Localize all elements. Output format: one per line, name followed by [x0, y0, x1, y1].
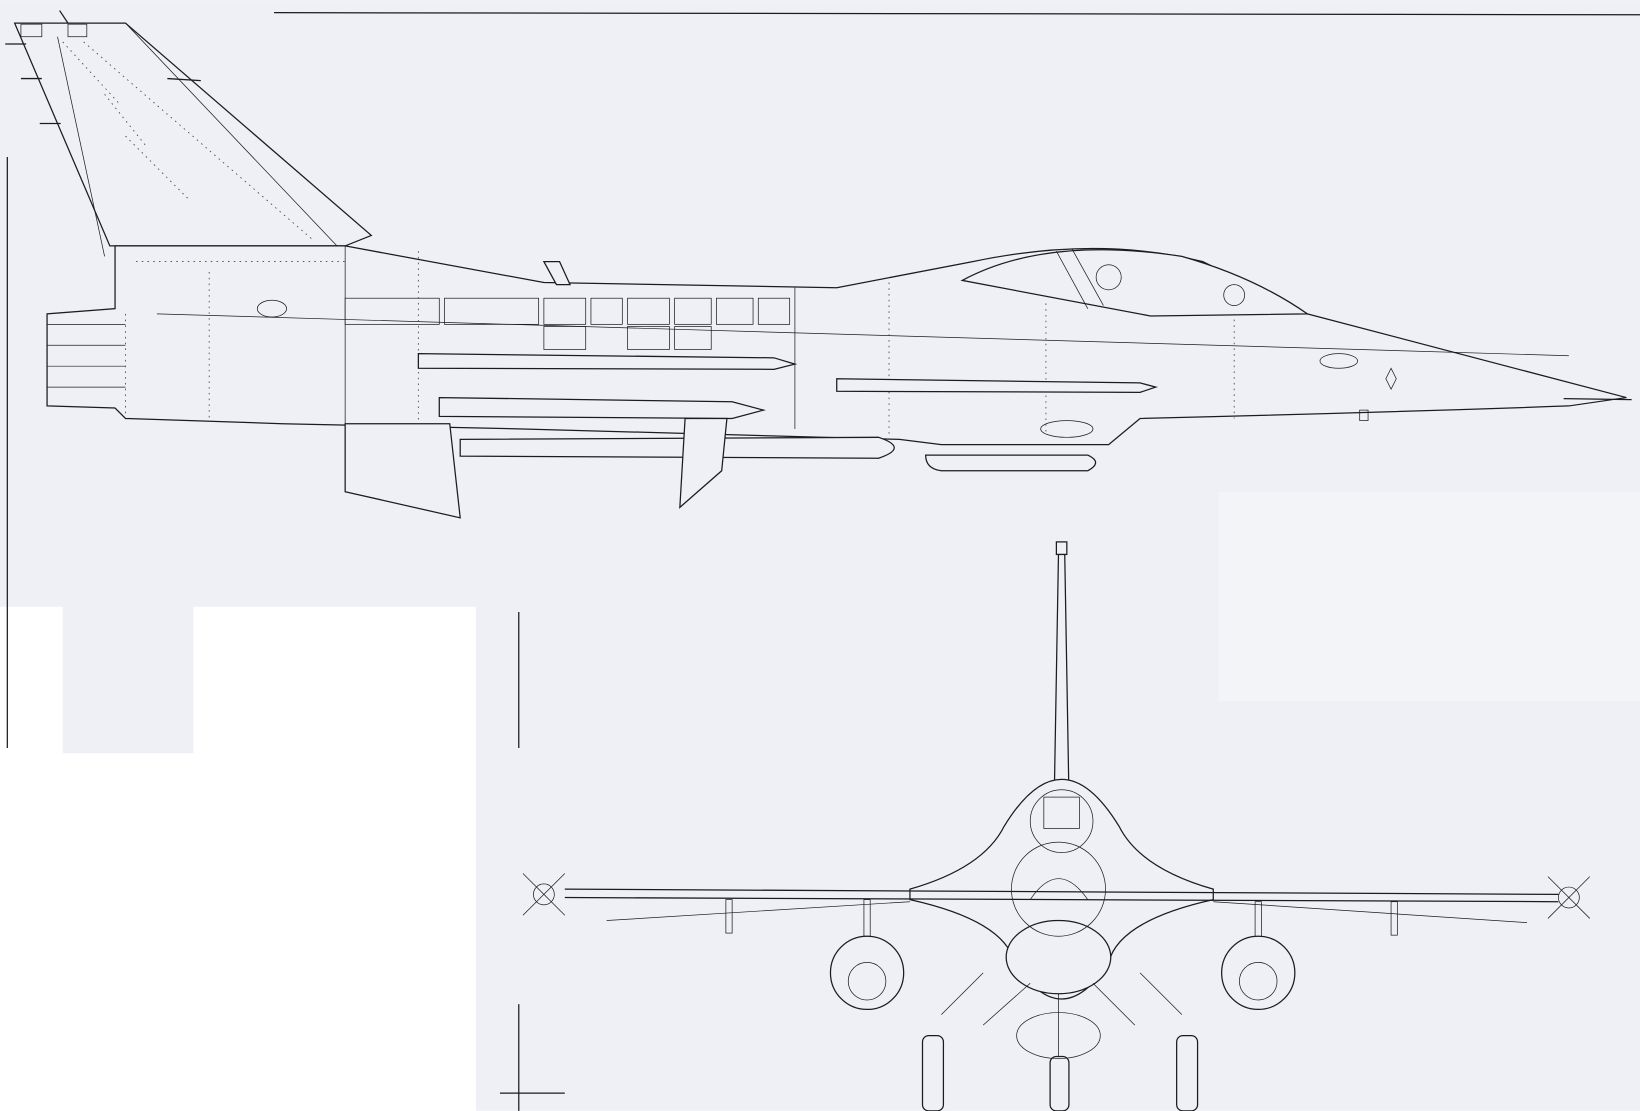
front-view [522, 541, 1591, 1111]
canopy [960, 249, 1310, 317]
landing-gear [921, 1034, 1199, 1111]
ventral-fin [344, 423, 461, 519]
pylon [679, 417, 728, 509]
bomb [438, 396, 766, 420]
fuel-tank-left [829, 935, 905, 1011]
intake [1005, 919, 1112, 995]
side-view [5, 10, 1632, 519]
fuel-tank [459, 436, 895, 459]
missile [417, 353, 798, 370]
vertical-fin [13, 22, 373, 247]
frame-lines [6, 12, 1640, 1111]
missile [836, 378, 1158, 393]
pod [925, 454, 1097, 472]
fuel-tank-right [1221, 935, 1296, 1011]
